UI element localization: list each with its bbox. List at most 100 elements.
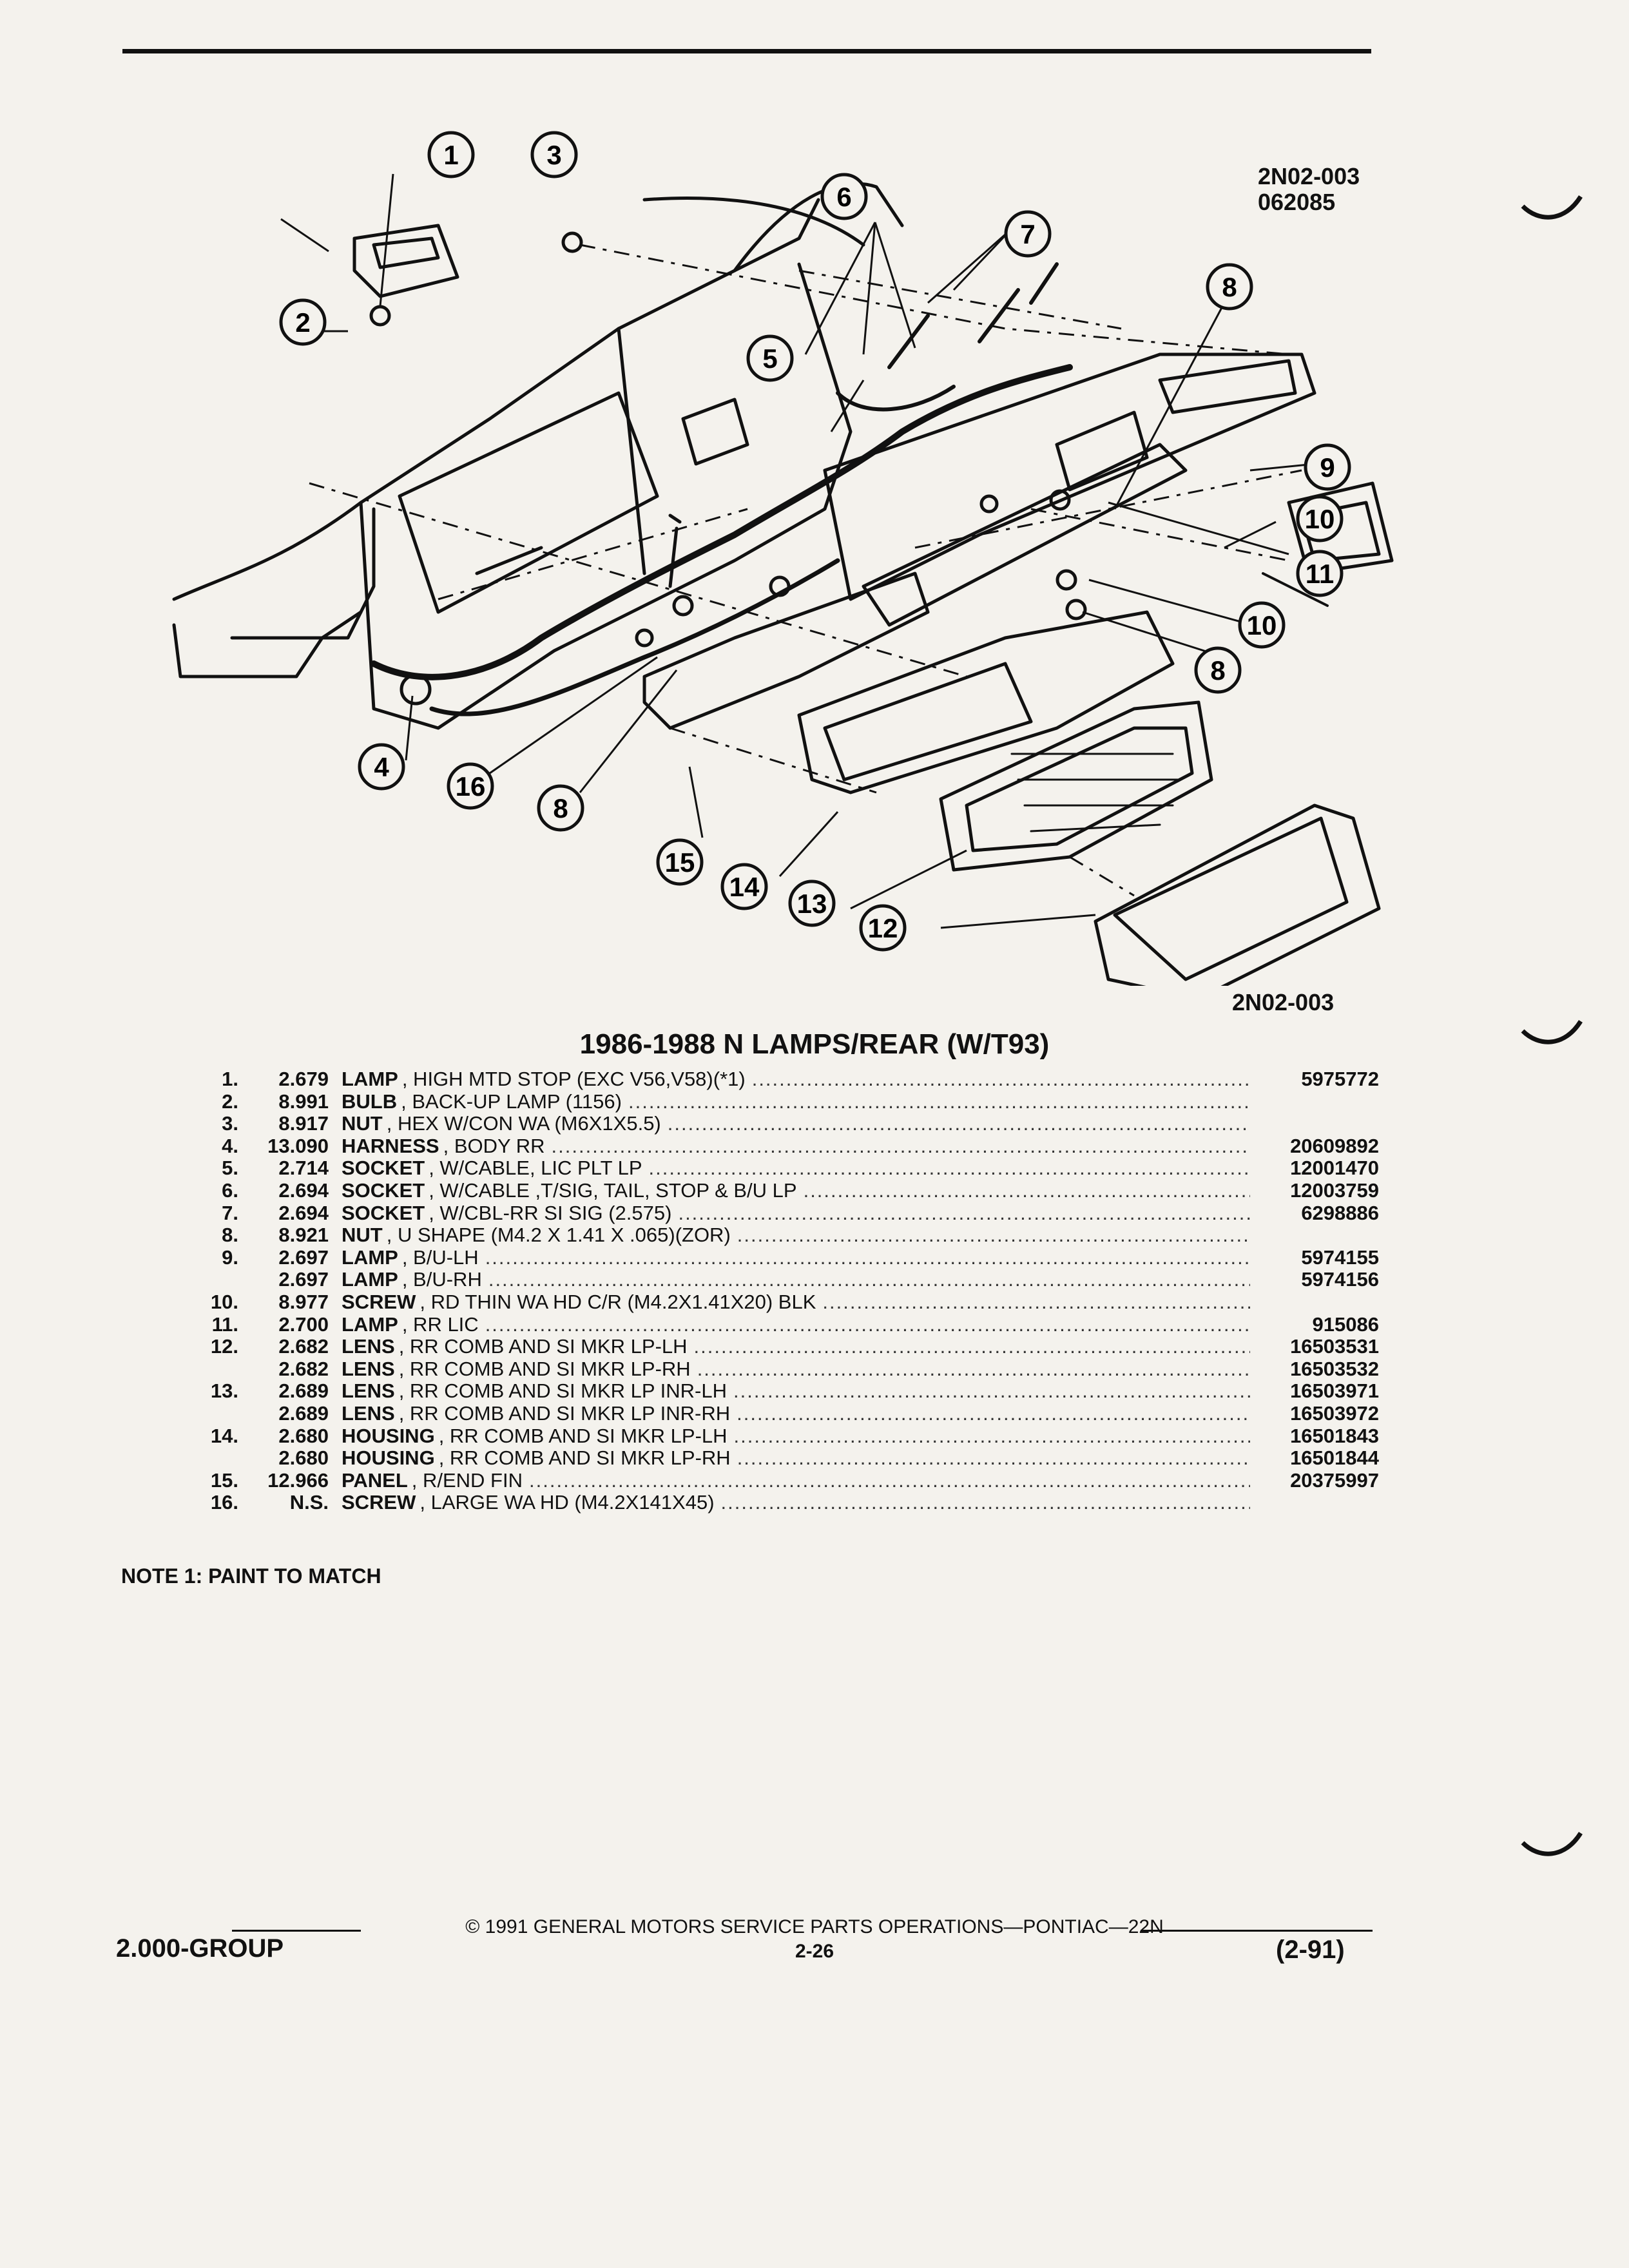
part-number: 16503531	[1290, 1335, 1379, 1358]
dot-leader	[482, 1269, 1250, 1291]
part-description: , RR COMB AND SI MKR LP-LH	[438, 1424, 728, 1447]
part-number: 16503971	[1290, 1379, 1379, 1403]
part-number: 20375997	[1290, 1468, 1379, 1492]
part-number	[1250, 1492, 1379, 1514]
dot-leader	[727, 1380, 1250, 1403]
binder-mark-icon	[1521, 195, 1583, 220]
part-number: 6298886	[1301, 1201, 1379, 1224]
dot-leader	[691, 1358, 1250, 1381]
dot-leader	[523, 1470, 1250, 1492]
callout-11: 11	[1296, 550, 1344, 597]
part-description: , W/CABLE ,T/SIG, TAIL, STOP & B/U LP	[429, 1178, 797, 1202]
callout-10-upper: 10	[1296, 495, 1344, 543]
callout-14: 14	[720, 863, 768, 910]
svg-text:8: 8	[1222, 272, 1237, 302]
part-number: 16501843	[1290, 1424, 1379, 1447]
part-number: 5975772	[1301, 1068, 1379, 1090]
dot-leader	[797, 1180, 1250, 1202]
part-index: 3.	[222, 1112, 238, 1135]
part-description: , RR LIC	[401, 1312, 479, 1336]
part-group-code: 13.090	[267, 1134, 329, 1157]
part-number	[1250, 1113, 1379, 1135]
svg-text:11: 11	[1306, 559, 1334, 589]
svg-text:15: 15	[665, 847, 695, 878]
part-group-code: N.S.	[289, 1491, 329, 1514]
svg-text:10: 10	[1305, 504, 1335, 534]
dot-leader	[688, 1336, 1250, 1358]
part-group-code: 2.689	[278, 1379, 329, 1403]
part-description: , RD THIN WA HD C/R (M4.2X1.41X20) BLK	[419, 1290, 816, 1313]
svg-text:16: 16	[456, 771, 486, 802]
svg-text:4: 4	[374, 752, 389, 782]
callout-7: 7	[1004, 210, 1052, 258]
part-name: LAMP	[342, 1268, 398, 1291]
page-title: 1986-1988 N LAMPS/REAR (W/T93)	[579, 1028, 1050, 1060]
part-group-code: 2.689	[278, 1401, 329, 1425]
part-name: SOCKET	[342, 1201, 425, 1224]
part-description: , RR COMB AND SI MKR LP-RH	[438, 1446, 731, 1470]
callout-6: 6	[820, 173, 868, 220]
callout-group: 1 2 3 4 5 6 7 8 9 10 11 10 8 16 8 15 14 …	[279, 131, 1351, 952]
part-description: , RR COMB AND SI MKR LP INR-RH	[398, 1401, 731, 1425]
part-description: , W/CABLE, LIC PLT LP	[429, 1157, 642, 1180]
callout-3: 3	[530, 131, 578, 178]
callout-12: 12	[859, 904, 907, 952]
part-group-code: 2.694	[278, 1178, 329, 1202]
part-group-code: 2.679	[278, 1068, 329, 1090]
svg-text:14: 14	[729, 872, 760, 902]
callout-10-lower: 10	[1238, 601, 1286, 649]
part-group-code: 2.680	[278, 1424, 329, 1447]
part-number: 16501844	[1290, 1446, 1379, 1470]
part-index: 15.	[210, 1468, 238, 1492]
part-description: , HEX W/CON WA (M6X1X5.5)	[386, 1112, 661, 1135]
part-number: 20609892	[1290, 1134, 1379, 1157]
svg-text:6: 6	[836, 182, 851, 212]
part-description: , HIGH MTD STOP (EXC V56,V58)(*1)	[401, 1068, 746, 1090]
svg-text:13: 13	[797, 889, 827, 919]
part-group-code: 8.977	[278, 1290, 329, 1313]
svg-text:5: 5	[762, 343, 777, 374]
part-name: LENS	[342, 1335, 395, 1358]
callout-15: 15	[656, 838, 704, 886]
callout-8-top: 8	[1206, 263, 1253, 311]
part-index: 7.	[222, 1201, 238, 1224]
dot-leader	[746, 1068, 1250, 1091]
part-number: 12001470	[1290, 1157, 1379, 1180]
part-name: HOUSING	[342, 1446, 435, 1470]
top-rule	[122, 49, 1371, 53]
svg-text:3: 3	[546, 140, 561, 170]
part-name: LAMP	[342, 1245, 398, 1269]
diagram-ref-date: 062085	[1258, 189, 1336, 215]
footer-copyright: © 1991 GENERAL MOTORS SERVICE PARTS OPER…	[465, 1916, 1164, 1937]
part-group-code: 8.921	[278, 1224, 329, 1247]
callout-8-mid: 8	[1194, 646, 1242, 694]
callout-13: 13	[788, 879, 836, 927]
part-number	[1250, 1091, 1379, 1113]
part-index: 8.	[222, 1224, 238, 1247]
parts-row: 2.680 HOUSING, RR COMB AND SI MKR LP-RH 16…	[174, 1446, 1379, 1470]
svg-text:8: 8	[1210, 655, 1225, 686]
part-description: , BACK-UP LAMP (1156)	[401, 1090, 622, 1113]
part-description: , RR COMB AND SI MKR LP-RH	[398, 1357, 691, 1380]
part-group-code: 2.680	[278, 1446, 329, 1470]
part-name: LAMP	[342, 1068, 398, 1090]
footer-rule-left	[232, 1930, 361, 1932]
part-group-code: 2.682	[278, 1335, 329, 1358]
svg-text:10: 10	[1247, 610, 1277, 640]
part-name: LAMP	[342, 1312, 398, 1336]
part-group-code: 2.697	[278, 1268, 329, 1291]
part-group-code: 2.697	[278, 1245, 329, 1269]
part-index: 12.	[210, 1335, 238, 1358]
exploded-parts-diagram: 1 2 3 4 5 6 7 8 9 10 11 10 8 16 8 15 14 …	[172, 131, 1394, 986]
